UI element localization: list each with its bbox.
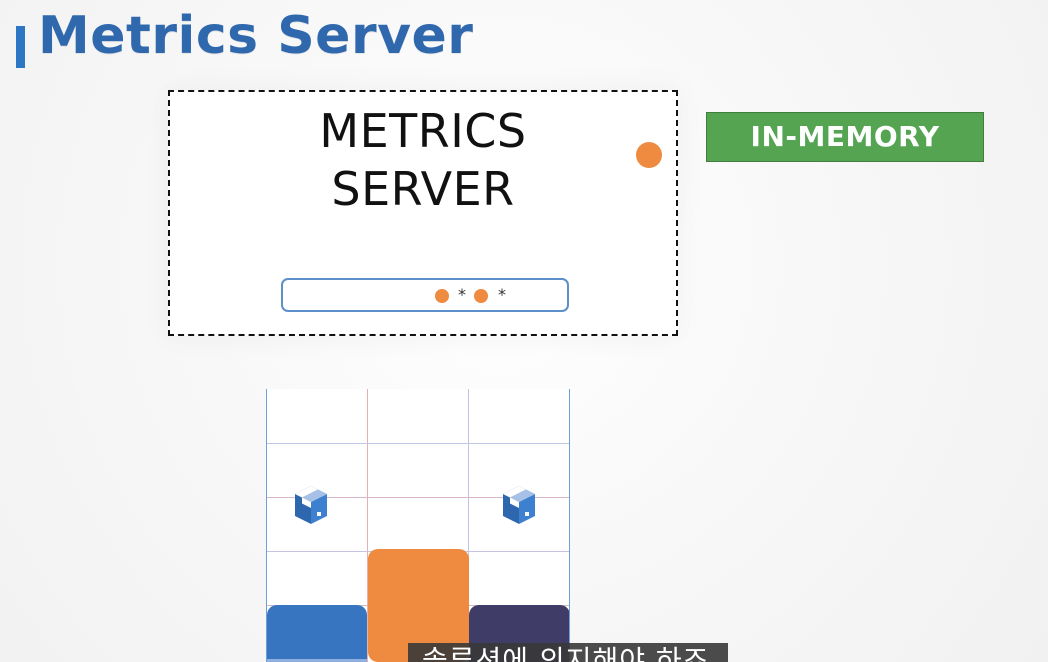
title-accent-bar [16,26,25,68]
grid-block-orange-top [368,549,469,605]
formula-dot-first [435,289,449,303]
formula-star-first: * [458,285,466,304]
formula-star-second: * [498,285,506,304]
package-icon-right [499,484,539,526]
grid-divider-vertical-2 [468,389,469,662]
page-title: Metrics Server [38,6,474,66]
grid-divider-vertical-1 [367,389,368,662]
caption-box: 솔루션에 의지해야 하죠 [408,643,728,662]
status-dot [636,142,662,168]
in-memory-badge: IN-MEMORY [706,112,984,162]
caption-text: 솔루션에 의지해야 하죠 [422,644,710,662]
page-header: Metrics Server [14,10,484,72]
grid-block-blue [267,605,367,662]
node-grid [266,389,570,662]
grid-divider-horizontal-2 [267,497,569,498]
metrics-server-label: METRICS SERVER [319,104,527,216]
metrics-formula-bar: * * [281,278,569,312]
package-icon-left [291,484,331,526]
grid-divider-horizontal-1 [267,443,569,444]
metrics-server-box: METRICS SERVER * * [168,90,678,336]
grid-bottom-strip [267,659,367,662]
formula-dot-second [474,289,488,303]
